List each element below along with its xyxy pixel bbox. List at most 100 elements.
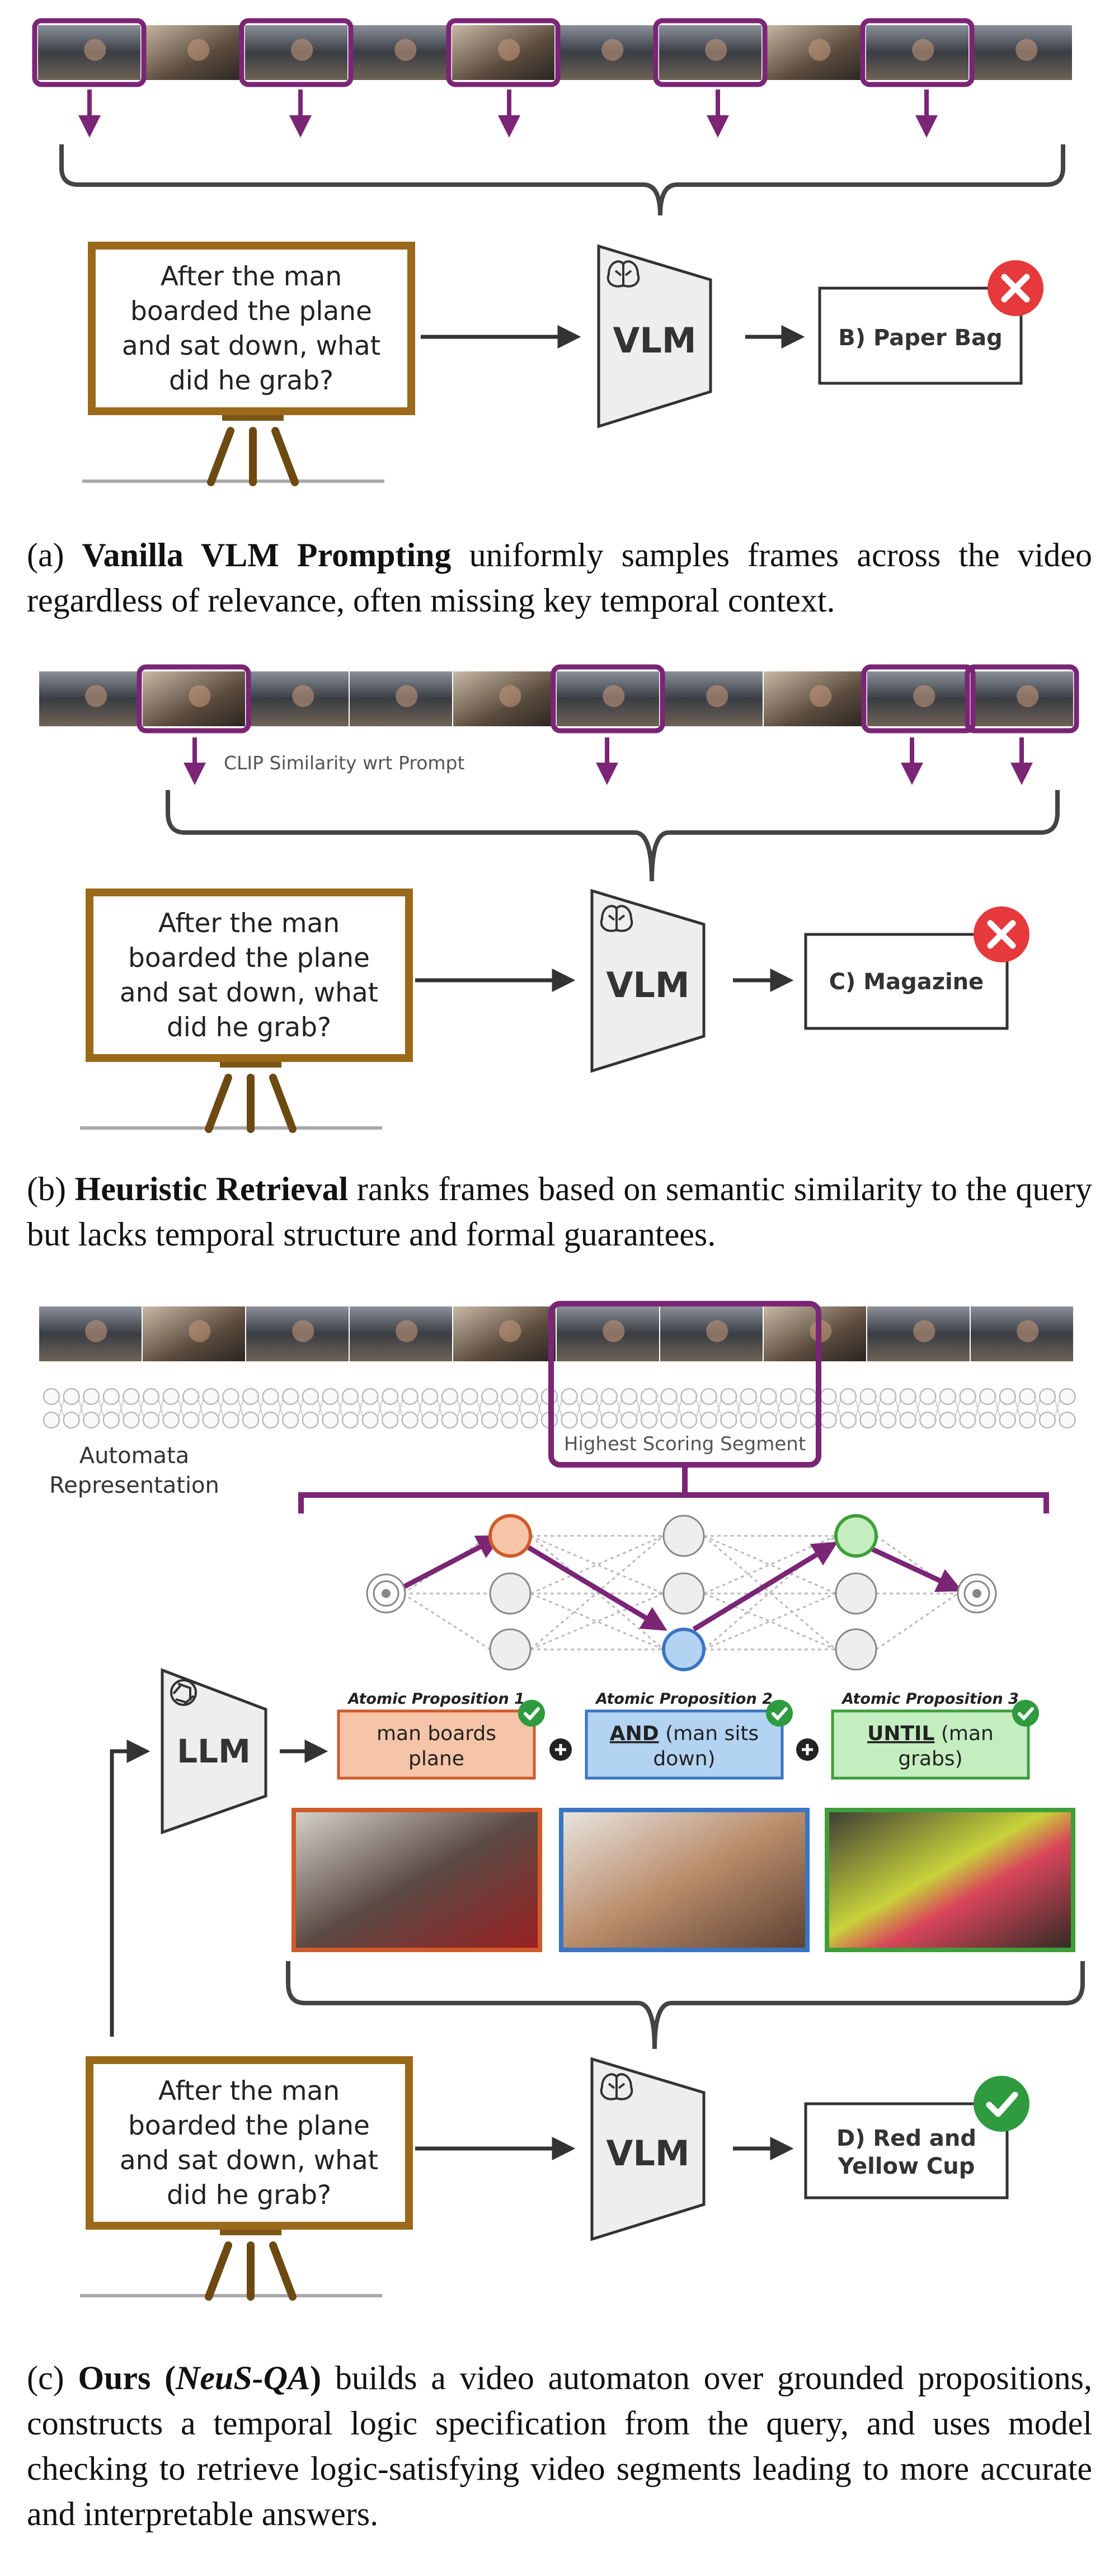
path-start-to-s1 (400, 1535, 502, 1590)
c-question-line: did he grab? (167, 2180, 331, 2211)
selected-frame-highlight (32, 18, 147, 87)
automaton-state (680, 1411, 698, 1429)
automaton-state (262, 1388, 279, 1405)
frame-figure (603, 1320, 625, 1342)
correct-badge-c (974, 2076, 1029, 2132)
automaton-state (302, 1388, 319, 1405)
automaton-state (82, 1411, 100, 1429)
frame-figure (85, 685, 107, 707)
automaton-state (102, 1411, 120, 1429)
automaton-state (401, 1411, 419, 1429)
automaton-state (441, 1411, 459, 1429)
automaton-state (421, 1388, 439, 1405)
frame-figure (808, 39, 831, 61)
automaton-state (341, 1411, 359, 1429)
frame-figure (291, 39, 313, 61)
selected-frame-highlight (137, 664, 251, 734)
automaton-state (720, 1388, 737, 1405)
panel-b: CLIP Similarity wrt Prompt After the man… (39, 664, 1079, 1133)
automaton-state (899, 1411, 917, 1429)
automaton-state (222, 1411, 239, 1429)
sample-arrows-b (184, 737, 1033, 785)
automaton-state (561, 1411, 578, 1429)
automaton-state (242, 1388, 260, 1405)
check-icon (518, 1700, 545, 1727)
evidence-frame-1 (291, 1808, 542, 1952)
automaton-state (222, 1388, 239, 1405)
a-question-line: and sat down, what (122, 331, 380, 361)
frame-figure (1017, 1320, 1039, 1342)
video-strip-c (39, 1306, 1073, 1361)
automaton-state (1019, 1388, 1036, 1405)
check-icon (766, 1700, 793, 1727)
frame-figure (394, 39, 417, 61)
proposition-box (831, 1709, 1030, 1780)
caption-c: (c) Ours (NeuS-QA) builds a video automa… (27, 2359, 1093, 2532)
vlm-block-c: VLM (590, 2057, 706, 2241)
wrong-badge-b (974, 906, 1029, 962)
vlm-label: VLM (606, 965, 689, 1005)
automaton-state (461, 1388, 478, 1405)
automaton-state (580, 1411, 598, 1429)
proposition-text-line1: AND (man sits (610, 1722, 759, 1745)
automaton-state (381, 1411, 399, 1429)
automaton-state (262, 1411, 279, 1429)
automaton-state (959, 1388, 976, 1405)
frame-figure (706, 685, 728, 707)
evidence-frame-3 (825, 1808, 1075, 1952)
vlm-label: VLM (606, 2133, 689, 2174)
automaton-state (979, 1388, 996, 1405)
sample-arrows-a (78, 90, 938, 138)
automaton-state (401, 1388, 419, 1405)
automaton-state (63, 1388, 80, 1405)
frame-figure (913, 685, 935, 707)
automaton-state (322, 1411, 339, 1429)
automaton-state (1038, 1411, 1056, 1429)
plus-icon (796, 1738, 819, 1761)
selected-frame-highlight (653, 18, 768, 87)
selected-frame-highlight (551, 664, 665, 734)
answer-b: C) Magazine (829, 969, 984, 995)
automaton-state (939, 1411, 957, 1429)
automaton-node (489, 1572, 532, 1615)
automaton-node (662, 1572, 705, 1615)
automaton-state (779, 1388, 797, 1405)
frame-figure (706, 1320, 728, 1342)
automaton-state (162, 1388, 180, 1405)
automaton-state (859, 1411, 877, 1429)
automaton-state (102, 1388, 120, 1405)
automaton-state (760, 1411, 777, 1429)
a-question-line: did he grab? (169, 365, 333, 396)
frame-figure (499, 685, 521, 707)
automaton-state (600, 1388, 618, 1405)
wrong-badge-a (988, 260, 1043, 316)
automaton-node (835, 1572, 877, 1615)
vlm-block-b: VLM (590, 889, 706, 1073)
automaton-state (820, 1388, 837, 1405)
plus-icon (549, 1738, 572, 1761)
frame-figure (1015, 39, 1038, 61)
automaton-state (162, 1411, 180, 1429)
automaton-state (899, 1388, 917, 1405)
automaton-state (999, 1411, 1017, 1429)
automaton-state (879, 1388, 897, 1405)
automaton-state (421, 1411, 439, 1429)
automaton-state (281, 1388, 299, 1405)
a-question-line: boarded the plane (130, 296, 372, 327)
c-question-line: After the man (158, 2076, 340, 2107)
automaton-state (999, 1388, 1017, 1405)
automaton-state (959, 1411, 976, 1429)
automaton-state (561, 1388, 578, 1405)
proposition-text-line1: UNTIL (man (867, 1722, 994, 1745)
brain-icon (606, 260, 640, 288)
answer-a: B) Paper Bag (838, 325, 1002, 351)
caption-a-bold: Vanilla VLM Prompting (82, 537, 452, 574)
frame-figure (705, 39, 727, 61)
caption-a: (a) Vanilla VLM Prompting uniformly samp… (27, 537, 1093, 619)
vlm-label: VLM (613, 320, 696, 361)
frame-figure (1017, 685, 1039, 707)
